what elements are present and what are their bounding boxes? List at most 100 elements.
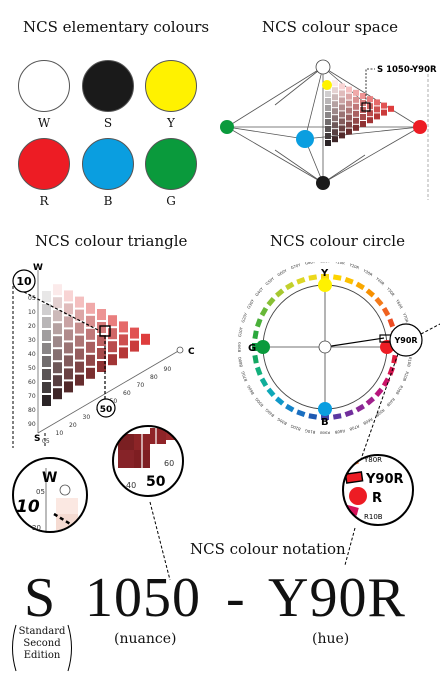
circle-tick-label: R60B: [362, 417, 374, 427]
circle-tick-label: Y50R: [386, 286, 396, 297]
space-blue-node: [296, 130, 314, 148]
elementary-label-r: R: [39, 194, 49, 208]
space-cell: [332, 122, 338, 129]
heading-colour-space: NCS colour space: [262, 18, 399, 36]
triangle-cell: [86, 302, 95, 314]
zoom-right-y80r: Y80R: [363, 456, 382, 464]
circle-tick: [296, 277, 306, 285]
circle-tick: [285, 403, 295, 413]
space-cell: [339, 83, 345, 90]
edition-note: Standard Second Edition: [14, 626, 70, 662]
notation-dash: -: [226, 567, 246, 629]
elementary-swatch-g: [145, 138, 197, 190]
circle-tick-label: B40G: [264, 408, 275, 419]
circle-tick: [321, 274, 329, 279]
space-cell: [346, 93, 352, 100]
triangle-cell: [119, 321, 128, 333]
triangle-cell: [64, 355, 73, 367]
triangle-cell: [97, 348, 106, 359]
triangle-bottom-tick: 90: [164, 366, 172, 373]
triangle-left-tick: 20: [28, 323, 36, 330]
space-cell: [374, 106, 380, 113]
space-cell: [325, 98, 331, 104]
space-cell: [332, 94, 338, 101]
zoom-middle-50: 50: [146, 474, 166, 490]
triangle-cell: [42, 382, 51, 393]
circle-tick-label: R90B: [320, 431, 330, 436]
zoom-middle-60: 60: [164, 459, 174, 468]
circle-tick: [259, 307, 269, 317]
space-cell: [360, 107, 366, 113]
triangle-cell: [141, 333, 150, 345]
space-cell: [339, 90, 345, 97]
circle-tick-label: G80Y: [305, 262, 316, 266]
triangle-cell: [53, 349, 62, 361]
triangle-cell: [108, 354, 117, 366]
triangle-cell: [53, 310, 62, 322]
triangle-s-label: S: [34, 434, 40, 444]
space-cell: [353, 103, 359, 110]
circle-b-label: B: [321, 417, 329, 428]
space-cell: [332, 115, 338, 122]
triangle-cell: [64, 316, 73, 328]
space-cell: [339, 111, 345, 118]
colour-space-diagram: S 1050-Y90R: [220, 59, 437, 200]
circle-tick-label: Y70R: [402, 312, 410, 323]
space-cell: [325, 91, 331, 97]
triangle-left-tick: 40: [28, 351, 36, 358]
space-cell: [339, 132, 345, 139]
circle-tick: [296, 409, 306, 417]
triangle-cell: [130, 340, 139, 352]
space-cell: [360, 121, 366, 127]
triangle-cell: [97, 335, 106, 346]
notation-number: 1050: [85, 567, 201, 629]
edition-line-1: Standard: [18, 626, 66, 637]
triangle-cell: [42, 369, 51, 380]
space-cell: [332, 87, 338, 94]
triangle-cell: [53, 336, 62, 348]
zoom-middle: 50 40 60: [112, 425, 184, 497]
circle-tick-label: B30G: [276, 417, 288, 427]
space-cell: [332, 129, 338, 136]
circle-tick: [252, 343, 257, 351]
space-cell: [388, 105, 394, 112]
triangle-cell: [42, 343, 51, 354]
triangle-bottom-tick: 50: [110, 398, 118, 405]
circle-tick: [275, 288, 285, 298]
triangle-cell: [108, 315, 117, 327]
circle-tick: [391, 354, 398, 364]
circle-tick: [374, 387, 384, 397]
space-cell: [346, 100, 352, 107]
colour-circle-diagram: Y10RY20RY30RY40RY50RY60RY70RY80RY90RR10B…: [237, 262, 440, 462]
triangle-bottom-tick: 30: [83, 414, 91, 421]
triangle-left-tick: 80: [28, 407, 36, 414]
space-cell: [346, 128, 352, 135]
space-cell: [353, 96, 359, 103]
circle-tick: [255, 366, 263, 376]
zoom-left-10: 10: [16, 497, 40, 517]
edition-line-3: Edition: [23, 650, 61, 661]
circle-tick: [255, 318, 263, 328]
space-white-node: [315, 59, 331, 75]
triangle-bottom-tick: 20: [69, 422, 77, 429]
space-cell: [325, 105, 331, 111]
zoom-middle-40: 40: [126, 481, 136, 490]
space-cell: [346, 121, 352, 128]
space-cell: [339, 97, 345, 104]
triangle-bottom-tick: 10: [56, 430, 64, 437]
elementary-label-b: B: [103, 194, 113, 208]
triangle-cell: [97, 361, 106, 372]
triangle-cell: [86, 315, 95, 327]
circle-tick: [252, 330, 259, 340]
circle-tick: [308, 413, 318, 420]
triangle-cell: [75, 322, 84, 334]
circle-tick-label: G50Y: [264, 276, 275, 287]
space-cell: [367, 110, 373, 117]
notation-hue: Y90R: [268, 567, 406, 629]
triangle-cell: [75, 348, 84, 360]
circle-tick: [266, 297, 276, 307]
circle-tick: [344, 277, 354, 285]
triangle-cell: [42, 291, 51, 302]
heading-colour-triangle: NCS colour triangle: [35, 232, 188, 250]
